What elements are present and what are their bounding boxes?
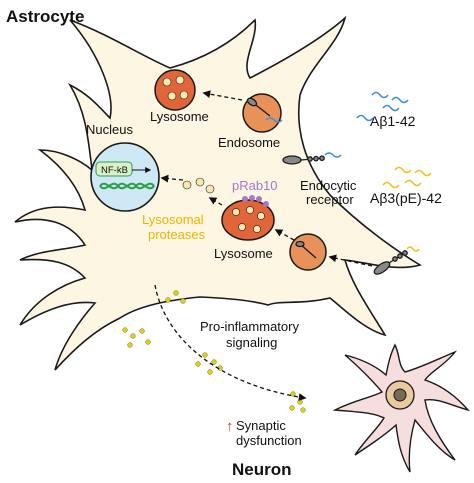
ab142-label: Aβ1-42 (370, 113, 416, 129)
receptor-icon (246, 97, 271, 117)
synaptic-up-arrow: ↑ (226, 418, 234, 435)
lysosome-top-label: Lysosome (150, 109, 209, 124)
nfkb-label: NF-kB (101, 165, 128, 176)
endosome-label: Endosome (218, 135, 280, 150)
synaptic-label-2: dysfunction (236, 433, 302, 448)
abpe42-label: Aβ3(pE)-42 (370, 190, 442, 206)
proinflammatory-label-2: signaling (226, 335, 277, 350)
lysosome-mid-label: Lysosome (214, 246, 273, 261)
vesicle-dot-icon (122, 290, 306, 413)
endosome-lower (289, 233, 327, 271)
protease-icon (162, 75, 189, 101)
arrow-proteases-to-nucleus (160, 174, 184, 183)
peptide-squiggle-icon (406, 246, 420, 252)
protease-icon (182, 177, 215, 194)
lysosome-top (154, 69, 196, 111)
proinflammatory-label-1: Pro-inflammatory (200, 319, 299, 334)
dna-icon (99, 182, 155, 190)
peptide-squiggle-icon (265, 117, 283, 123)
peptide-squiggle-icon (324, 152, 342, 158)
arrow-lysosome-to-proteases (208, 197, 223, 206)
nucleus-label: Nucleus (86, 122, 133, 137)
astrocyte-cell-body (14, 15, 423, 371)
arrow-endosome-to-lysosome-mid (274, 229, 295, 241)
nfkb-box (95, 161, 133, 177)
prab10-dots (242, 195, 269, 207)
lysosomal-proteases-label-1: Lysosomal (142, 212, 204, 227)
neuron-title: Neuron (232, 460, 292, 479)
prab10-label: pRab10 (232, 178, 278, 193)
receptor-icon (295, 240, 317, 259)
arrow-receptor-to-endosome (328, 254, 373, 267)
synaptic-label-1: Synaptic (236, 418, 286, 433)
lysosomal-proteases-label-2: proteases (148, 227, 206, 242)
endocytic-label-1: Endocytic (300, 178, 357, 193)
receptor-icon (373, 250, 408, 275)
astrocyte-title: Astrocyte (6, 7, 84, 26)
abpe42-peptides (382, 166, 432, 189)
receptor-icon (282, 155, 325, 165)
arrow-signaling-to-neuron (154, 284, 307, 401)
ab142-peptides (356, 91, 409, 122)
nucleus (90, 142, 160, 212)
neuron-nucleolus (393, 388, 407, 402)
protease-icon (232, 206, 265, 233)
endocytic-label-2: receptor (306, 192, 354, 207)
